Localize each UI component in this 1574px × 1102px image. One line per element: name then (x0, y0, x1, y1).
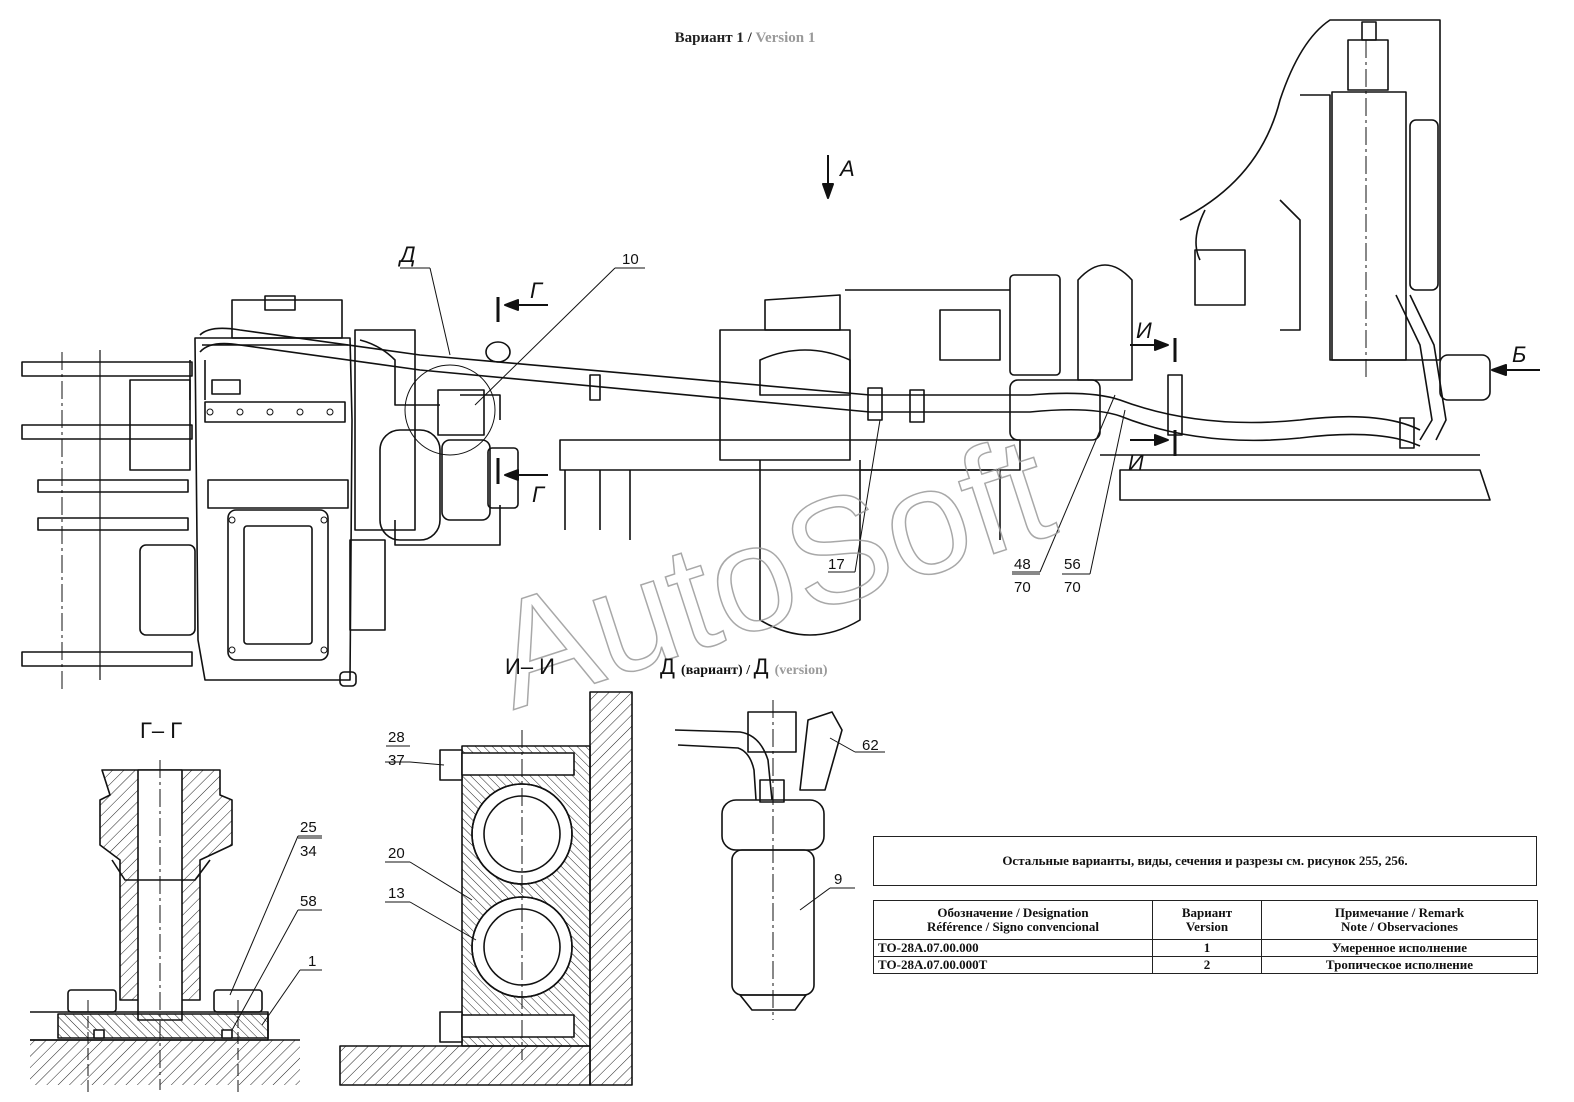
callout-62: 62 (862, 737, 879, 754)
callout-13: 13 (388, 885, 405, 902)
callout-56: 56 (1064, 556, 1081, 573)
table-row: ТО-28А.07.00.000 1 Умеренное исполнение (873, 939, 1538, 957)
reference-note-text: Остальные варианты, виды, сечения и разр… (1002, 853, 1408, 868)
callout-25: 25 (300, 819, 317, 836)
view-d-letter: Д (660, 654, 675, 679)
callout-37: 37 (388, 752, 405, 769)
header-designation-line2: Référence / Signo convencional (927, 919, 1099, 934)
title-separator: / (743, 30, 756, 46)
header-version-line1: Вариант (1181, 905, 1233, 920)
view-d-letter-2: Д (753, 654, 769, 679)
callout-34: 34 (300, 843, 317, 860)
header-remark-line2: Note / Observaciones (1341, 919, 1458, 934)
title-en: Version 1 (755, 30, 816, 46)
callout-1: 1 (308, 953, 316, 970)
version-table: Обозначение / Designation Référence / Si… (873, 900, 1538, 974)
view-d-marker-label: Д (397, 242, 416, 267)
radiator-unit (1179, 19, 1491, 441)
row2-remark: Тропическое исполнение (1261, 956, 1538, 974)
table-header-row: Обозначение / Designation Référence / Si… (873, 900, 1538, 940)
table-row: ТО-28А.07.00.000Т 2 Тропическое исполнен… (873, 956, 1538, 974)
section-ii-title: И– И (505, 654, 555, 679)
row1-version: 1 (1152, 939, 1262, 957)
callout-17: 17 (828, 556, 845, 573)
header-designation: Обозначение / Designation Référence / Si… (873, 900, 1153, 940)
row2-version: 2 (1152, 956, 1262, 974)
row2-designation: ТО-28А.07.00.000Т (873, 956, 1153, 974)
header-version: Вариант Version (1152, 900, 1262, 940)
section-g-top-label: Г (530, 278, 544, 303)
reference-note: Остальные варианты, виды, сечения и разр… (873, 836, 1537, 886)
header-remark-line1: Примечание / Remark (1334, 905, 1465, 920)
callout-48: 48 (1014, 556, 1031, 573)
callout-70b: 70 (1064, 579, 1081, 596)
section-ii-drawing (339, 691, 633, 1086)
arrow-a-label: А (838, 156, 855, 181)
callout-70a: 70 (1014, 579, 1031, 596)
callout-58: 58 (300, 893, 317, 910)
view-d-drawing (674, 700, 885, 1020)
view-d-title: Д (вариант) / Д (version) (660, 654, 828, 680)
callout-9: 9 (834, 871, 842, 888)
view-d-ru: (вариант) (681, 663, 743, 678)
callout-20: 20 (388, 845, 405, 862)
header-designation-line1: Обозначение / Designation (937, 905, 1089, 920)
drawing-title: Вариант 1 / Version 1 (0, 30, 1490, 47)
callout-28: 28 (388, 729, 405, 746)
watermark-text: AutoSoft (471, 403, 1070, 741)
frame-rails (21, 350, 193, 690)
row1-remark: Умеренное исполнение (1261, 939, 1538, 957)
title-ru: Вариант 1 (674, 30, 744, 46)
main-hoses (189, 327, 1421, 447)
view-d-en: (version) (774, 663, 828, 678)
section-gg-title: Г– Г (140, 718, 182, 743)
filter-pump-unit (354, 329, 519, 546)
gearbox-housing (129, 295, 386, 687)
header-remark: Примечание / Remark Note / Observaciones (1261, 900, 1538, 940)
row1-designation: ТО-28А.07.00.000 (873, 939, 1153, 957)
section-gg-drawing (30, 760, 322, 1095)
central-body (559, 264, 1491, 636)
arrow-b-label: Б (1512, 342, 1526, 367)
callout-10: 10 (622, 251, 639, 268)
hose-clamps (589, 374, 1415, 449)
section-i-bottom-label: И (1128, 450, 1144, 475)
section-g-bottom-label: Г (532, 482, 546, 507)
section-i-top-label: И (1136, 318, 1152, 343)
view-d-separator: / (742, 663, 754, 678)
section-arrows (496, 155, 1540, 484)
header-version-line2: Version (1185, 919, 1229, 934)
